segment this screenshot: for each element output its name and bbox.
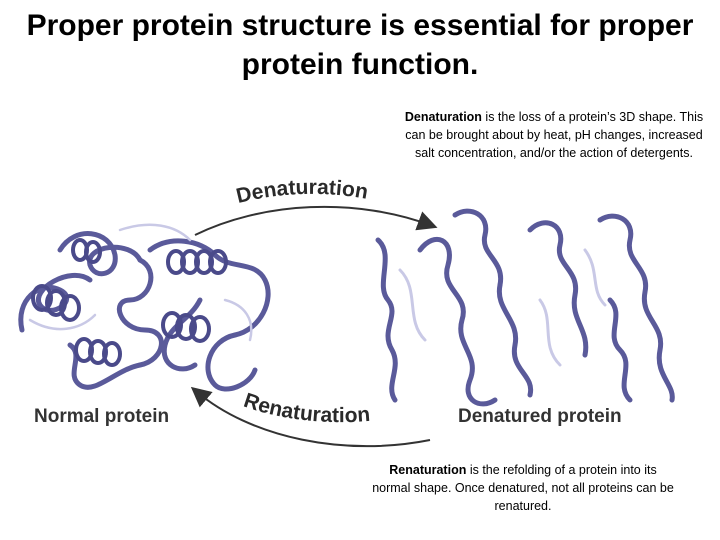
normal-protein-illustration — [18, 223, 271, 392]
denaturation-note: Denaturation is the loss of a protein’s … — [398, 108, 710, 162]
denatured-protein-label: Denatured protein — [458, 406, 622, 427]
renaturation-arc-label: Renaturation — [241, 389, 371, 427]
denatured-protein-illustration — [375, 208, 675, 407]
renaturation-arrow — [190, 386, 431, 448]
denaturation-term: Denaturation — [404, 110, 482, 124]
normal-protein-label: Normal protein — [34, 406, 170, 427]
denaturation-arc-label: Denaturation — [234, 176, 370, 208]
renaturation-term: Renaturation — [389, 463, 467, 477]
denaturation-arrow — [194, 205, 438, 236]
denaturation-text: is the loss of a protein’s 3D shape. Thi… — [405, 110, 704, 161]
page-title: Proper protein structure is essential fo… — [26, 9, 694, 81]
renaturation-text: is the refolding of a protein into its n… — [372, 463, 674, 514]
renaturation-note: Renaturation is the refolding of a prote… — [372, 461, 674, 515]
